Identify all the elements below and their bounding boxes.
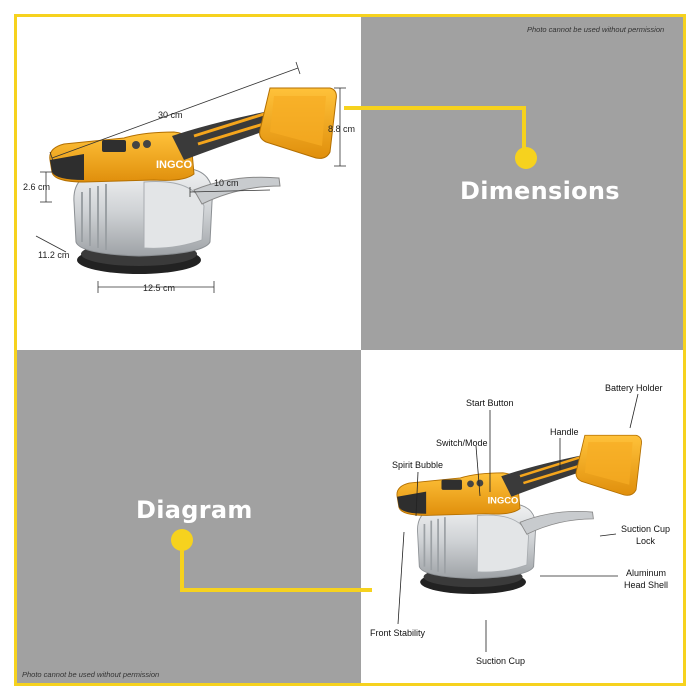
dimension-lines <box>35 61 346 293</box>
diagram-connector-dot <box>171 529 193 551</box>
label-switch-mode: Switch/Mode <box>436 438 488 448</box>
label-spirit-bubble: Spirit Bubble <box>392 460 443 470</box>
diagram-connector-line <box>180 540 372 592</box>
label-start-button: Start Button <box>466 398 514 408</box>
label-handle: Handle <box>550 427 579 437</box>
label-aluminum-head-shell-line2: Head Shell <box>624 580 668 590</box>
dim-height-label: 8.8 cm <box>328 124 355 134</box>
dim-cup-diameter-label: 12.5 cm <box>143 283 175 293</box>
dim-bubble-height-label: 2.6 cm <box>23 182 50 192</box>
tool-photo-dimensions <box>48 86 338 276</box>
label-suction-cup-lock-line2: Lock <box>636 536 656 546</box>
watermark-bottom: Photo cannot be used without permission <box>22 670 160 679</box>
dimensions-connector-line <box>344 106 526 158</box>
dimensions-connector-dot <box>515 147 537 169</box>
label-suction-cup: Suction Cup <box>476 656 525 666</box>
label-front-stability: Front Stability <box>370 628 426 638</box>
dim-lever-label: 10 cm <box>214 178 239 188</box>
section-title-diagram: Diagram <box>136 496 253 524</box>
label-aluminum-head-shell-line1: Aluminum <box>626 568 666 578</box>
watermark-top: Photo cannot be used without permission <box>527 25 665 34</box>
image-frame <box>14 14 686 686</box>
diagram-label-panel <box>17 350 361 683</box>
section-title-dimensions: Dimensions <box>460 177 620 205</box>
dim-depth-label: 11.2 cm <box>38 250 69 260</box>
dimensions-label-panel <box>361 17 683 350</box>
label-battery-holder: Battery Holder <box>605 383 663 393</box>
dim-length-label: 30 cm <box>158 110 183 120</box>
label-suction-cup-lock-line1: Suction Cup <box>621 524 670 534</box>
callout-lines <box>397 393 639 652</box>
